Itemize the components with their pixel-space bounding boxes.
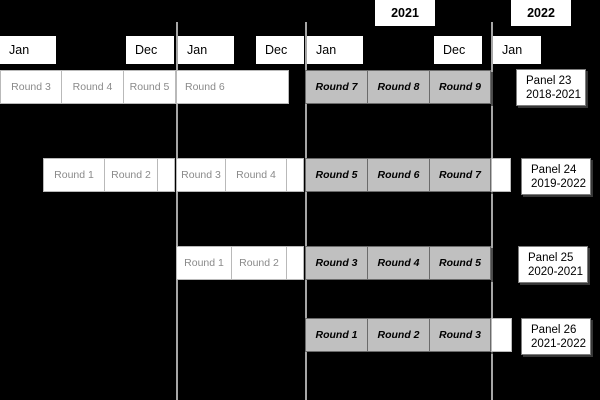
month-label-jan-1: Jan [0,36,56,64]
panel-label-25: Panel 25 2020-2021 [518,246,588,283]
month-label-dec-2: Dec [256,36,304,64]
round-segment: Round 6 [176,70,289,104]
round-segment-blank [286,246,304,280]
month-label-jan-2: Jan [178,36,234,64]
round-segment: Round 2 [104,158,158,192]
panel-title: Panel 24 [531,164,577,176]
panel-row-25-gray-bar: Round 3 Round 4 Round 5 [305,246,492,280]
round-segment: Round 1 [305,318,368,352]
round-segment: Round 7 [429,158,491,192]
panel-row-24-gray-bar: Round 5 Round 6 Round 7 [305,158,492,192]
panel-row-24-white-bar: Round 1 Round 2 [43,158,177,192]
panel-row-23-gray-bar: Round 7 Round 8 Round 9 [305,70,492,104]
panel-title: Panel 26 [531,324,577,336]
round-segment: Round 3 [0,70,62,104]
year-label-2021: 2021 [375,0,435,26]
panel-label-26: Panel 26 2021-2022 [521,318,591,355]
round-segment: Round 5 [123,70,176,104]
round-segment: Round 4 [225,158,287,192]
gridline-year-2 [305,22,307,400]
round-segment: Round 9 [429,70,491,104]
panel-row-23-white-bar: Round 3 Round 4 Round 5 [0,70,177,104]
round-segment: Round 3 [176,158,226,192]
month-label-dec-3: Dec [434,36,482,64]
panel-label-24: Panel 24 2019-2022 [521,158,591,195]
gridline-year-3 [491,22,493,400]
round-segment: Round 1 [176,246,232,280]
round-segment-blank [491,158,511,192]
panel-row-23-white-bar-2: Round 6 [176,70,289,104]
panel-years: 2020-2021 [528,266,583,278]
round-segment: Round 3 [305,246,368,280]
round-segment-blank [286,158,304,192]
panel-years: 2018-2021 [526,89,581,101]
panel-label-23: Panel 23 2018-2021 [516,69,586,106]
panel-row-24-tail-blank [491,158,511,192]
round-segment: Round 3 [429,318,491,352]
panel-title: Panel 25 [528,252,574,264]
panel-years: 2021-2022 [531,338,586,350]
round-segment: Round 7 [305,70,368,104]
gridline-year-1 [176,22,178,400]
panel-row-26-tail-blank [491,318,512,352]
round-segment: Round 8 [367,70,430,104]
round-segment: Round 4 [61,70,124,104]
panel-years: 2019-2022 [531,178,586,190]
month-label-dec-1: Dec [126,36,174,64]
round-segment-blank [491,318,512,352]
year-label-2022: 2022 [511,0,571,26]
round-segment: Round 2 [367,318,430,352]
panel-title: Panel 23 [526,75,572,87]
panel-row-26-gray-bar: Round 1 Round 2 Round 3 [305,318,492,352]
round-segment-blank [157,158,175,192]
round-segment: Round 5 [305,158,368,192]
round-segment: Round 4 [367,246,430,280]
month-label-jan-4: Jan [493,36,541,64]
round-segment: Round 6 [367,158,430,192]
panel-row-25-white-bar-2: Round 1 Round 2 [176,246,306,280]
round-segment: Round 2 [231,246,287,280]
month-label-jan-3: Jan [307,36,363,64]
panel-row-24-white-bar-2: Round 3 Round 4 [176,158,306,192]
round-segment: Round 1 [43,158,105,192]
round-segment: Round 5 [429,246,491,280]
